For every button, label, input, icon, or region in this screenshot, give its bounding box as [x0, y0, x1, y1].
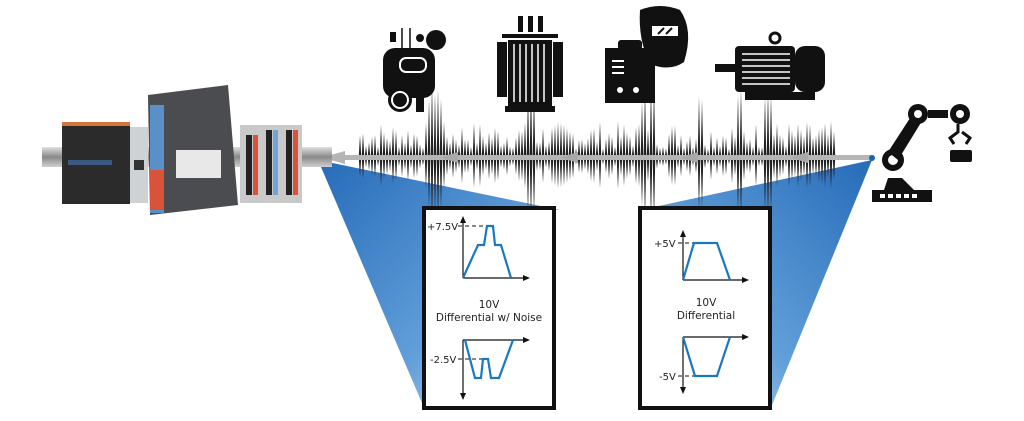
electric-motor-icon	[715, 31, 825, 100]
noise-spike	[766, 89, 770, 218]
noise-spike	[769, 94, 773, 214]
noise-spike	[526, 93, 530, 215]
level-label-minus-5v: -5V	[659, 372, 676, 383]
panel-clean: +5V 10V Differential -5V	[638, 206, 772, 410]
noise-spike	[649, 84, 653, 223]
noise-spike	[697, 96, 701, 212]
noise-spike	[652, 85, 656, 222]
beam-left	[318, 160, 560, 410]
plc-controller	[42, 85, 332, 215]
air-compressor-icon	[383, 28, 446, 112]
robotic-arm-icon	[872, 104, 973, 202]
level-label-plus-5v: +5V	[654, 239, 676, 250]
noise-spike	[763, 95, 767, 212]
noise-spike	[640, 101, 644, 207]
noise-spike	[736, 95, 740, 213]
noise-spike	[436, 88, 440, 219]
noise-spike	[739, 87, 743, 220]
level-label-plus-7.5v: +7.5V	[427, 222, 458, 233]
noise-spike	[643, 87, 647, 220]
panel-with-noise: +7.5V 10V Differential w/ Noise -2.5V	[422, 206, 556, 410]
noise-spike	[700, 99, 704, 209]
beam-right	[640, 160, 872, 410]
transformer-icon	[497, 16, 563, 112]
noise-spike	[427, 99, 431, 209]
caption-line1: 10V	[696, 297, 717, 309]
level-label-minus-2.5v: -2.5V	[430, 355, 457, 366]
noise-spike	[532, 93, 536, 215]
noise-spike	[529, 85, 533, 222]
welder-icon	[605, 6, 689, 103]
caption-line1: 10V	[479, 299, 500, 311]
caption-line2: Differential w/ Noise	[436, 312, 542, 324]
noise-spike	[430, 82, 434, 224]
noise-spike	[433, 93, 437, 215]
signal-arrow-line	[315, 151, 875, 164]
noise-spike	[439, 98, 443, 210]
caption-line2: Differential	[677, 310, 735, 322]
